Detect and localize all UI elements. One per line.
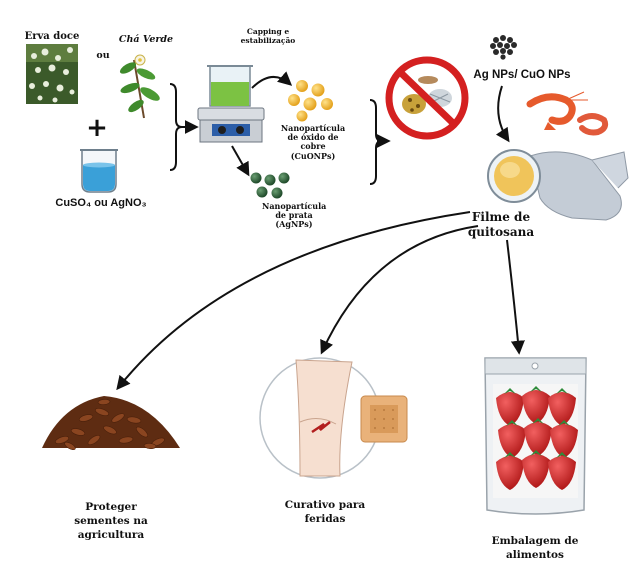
bracket-2 — [369, 99, 391, 185]
seeds-line1: Proteger — [85, 501, 137, 513]
shrimp-icon — [526, 91, 609, 136]
cuo-label: Nanopartícula de óxido de cobre (CuONPs) — [280, 123, 346, 161]
arrow-to-packaging — [506, 239, 525, 355]
gloved-hand-petri-dish-icon — [487, 149, 629, 221]
strawberry-package-icon — [484, 357, 587, 515]
plus-sign: + — [86, 113, 108, 143]
tea-plant-icon — [119, 54, 160, 119]
wound-line1: Curativo para — [284, 499, 366, 511]
arrow-to-wound — [320, 225, 479, 355]
magnetic-stirrer-icon — [197, 65, 265, 143]
arrow-to-film — [495, 85, 510, 143]
capping-label: Capping e estabilização — [240, 27, 296, 45]
arrow-to-ag — [231, 145, 250, 177]
bandage-icon — [360, 395, 408, 443]
film-label-line2: quitosana — [468, 225, 534, 239]
or-label: ou — [96, 50, 110, 61]
beaker-icon — [80, 149, 118, 193]
bracket-1 — [169, 83, 199, 171]
packaging-line1: Embalagem de — [491, 535, 579, 547]
seeds-line3: agricultura — [77, 529, 145, 541]
packaging-line2: alimentos — [506, 549, 564, 561]
ag-nanoparticles-icon — [250, 172, 290, 199]
knee-wound-icon — [259, 357, 381, 479]
arrow-to-seeds — [116, 211, 471, 391]
seeds-line2: sementes na — [74, 515, 148, 527]
wound-line2: feridas — [304, 513, 346, 525]
svg-text:+: + — [86, 113, 108, 143]
green-tea-label: Chá Verde — [118, 34, 174, 45]
cuo-nanoparticles-icon — [288, 80, 333, 122]
film-label-line1: Filme de — [472, 210, 531, 224]
arrow-to-cuo — [251, 71, 293, 89]
fennel-photo — [26, 44, 78, 104]
no-microbes-sign-icon — [385, 56, 469, 140]
fennel-label: Erva doce — [24, 31, 80, 42]
nanoparticles-label: Ag NPs/ CuO NPs — [473, 69, 570, 81]
flax-seeds-icon — [42, 396, 180, 451]
nanoparticle-cluster-icon — [490, 35, 517, 60]
ag-label: Nanopartícula de prata (AgNPs) — [262, 201, 327, 230]
salts-label: CuSO₄ ou AgNO₃ — [55, 197, 147, 209]
